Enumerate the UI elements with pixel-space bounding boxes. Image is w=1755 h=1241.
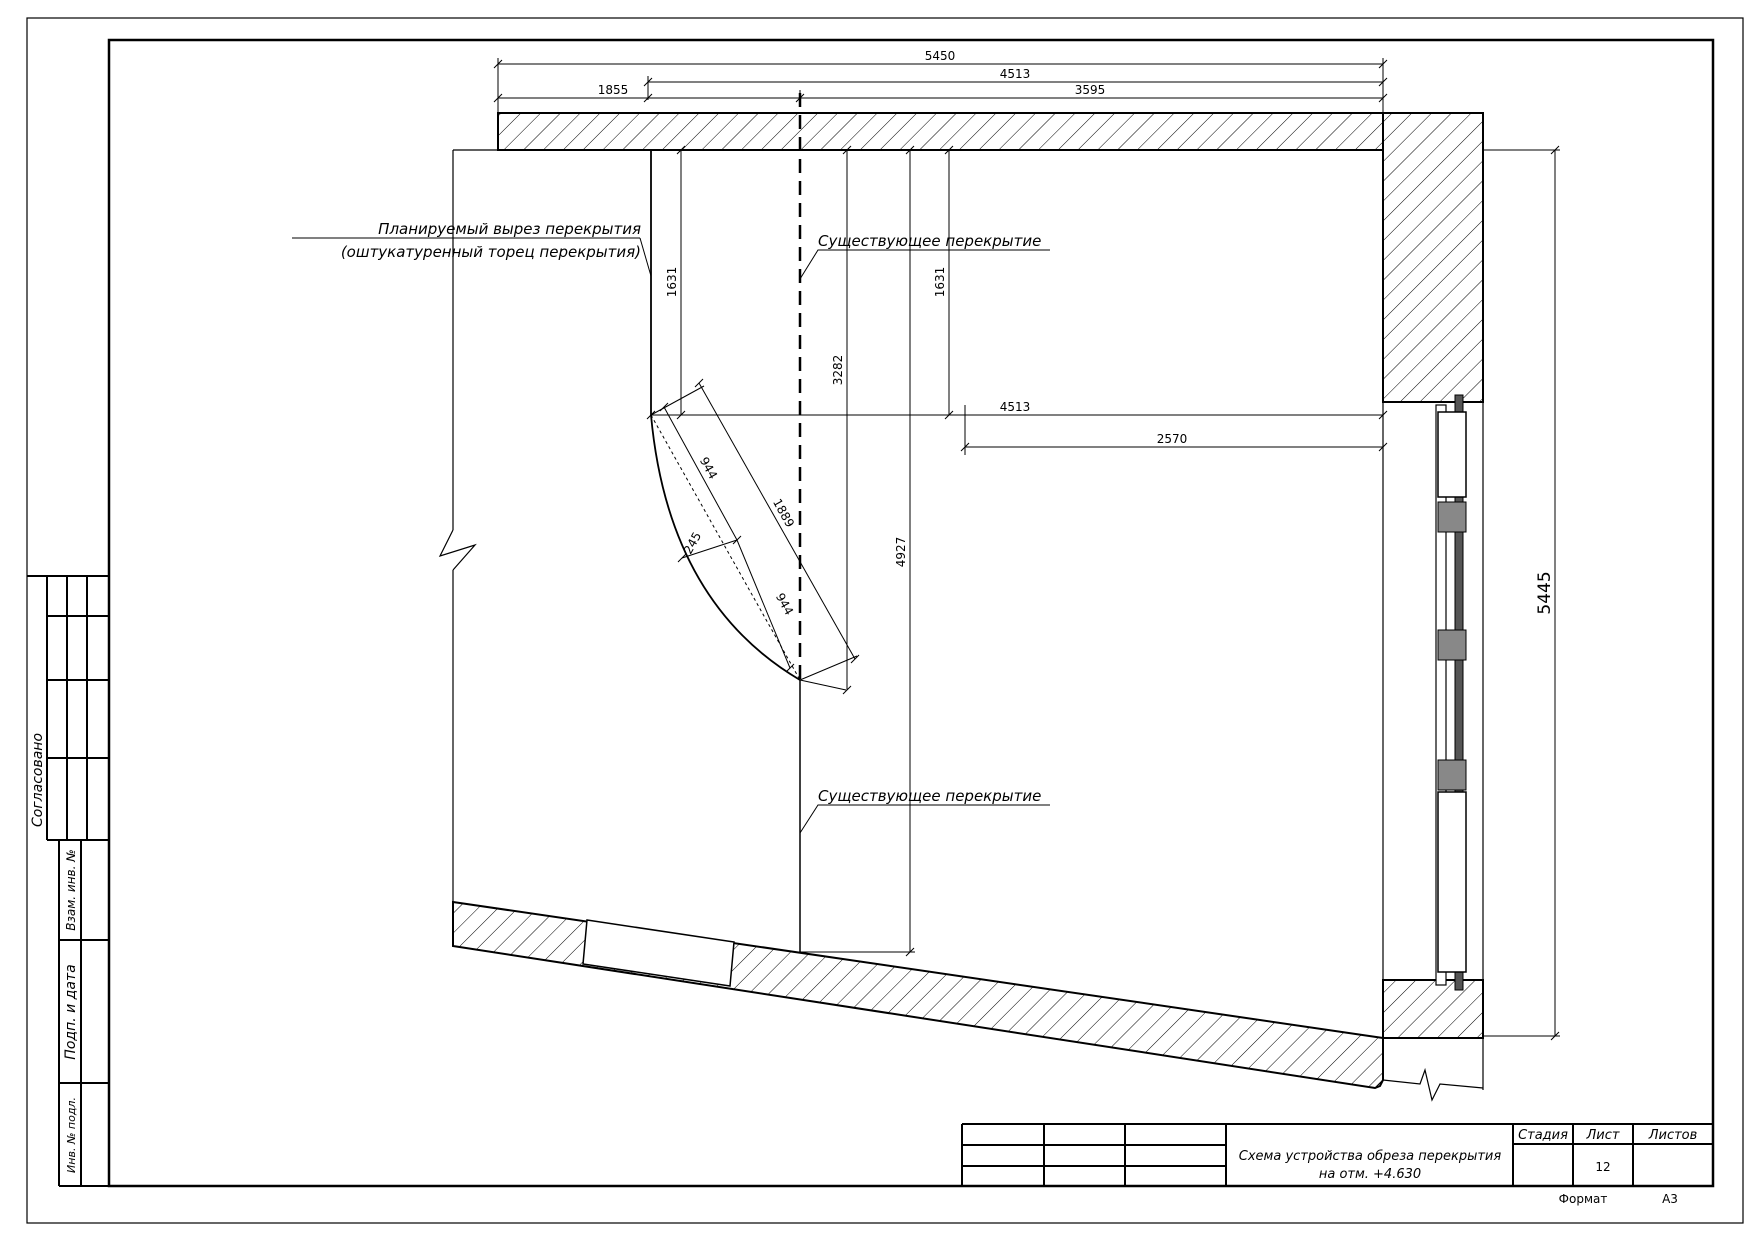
leader-lines xyxy=(292,237,1050,834)
side-stamp-inv-orig: Инв. № подл. xyxy=(65,1097,78,1173)
format-value: А3 xyxy=(1662,1192,1678,1206)
format-label: Формат xyxy=(1559,1192,1608,1206)
dim-1889: 1889 xyxy=(770,496,797,530)
right-wall-lower-hatched xyxy=(1382,979,1484,1039)
window-column xyxy=(1382,394,1484,991)
inner-drawing-frame xyxy=(107,38,1715,1188)
dim-1631-left: 1631 xyxy=(665,267,679,298)
right-wall-upper-hatched xyxy=(1382,112,1484,403)
dim-1855: 1855 xyxy=(598,83,629,97)
existing-slab-label-top: Существующее перекрытие xyxy=(818,232,1041,250)
side-stamp-approved: Согласовано xyxy=(30,733,46,827)
stage-label: Стадия xyxy=(1518,1128,1568,1143)
title-line2: на отм. +4.630 xyxy=(1319,1167,1421,1182)
cut-title-line2: (оштукатуренный торец перекрытия) xyxy=(341,243,641,261)
dim-1631-right: 1631 xyxy=(933,267,947,298)
dim-3595: 3595 xyxy=(1075,83,1106,97)
side-stamp-sign-date: Подп. и дата xyxy=(63,964,79,1059)
dim-944-b: 944 xyxy=(773,591,796,618)
dim-4513-mid: 4513 xyxy=(1000,400,1031,414)
dim-3282: 3282 xyxy=(831,355,845,386)
dim-245: 245 xyxy=(681,530,704,557)
existing-slab-label-bottom: Существующее перекрытие xyxy=(818,787,1041,805)
planned-cut-outline xyxy=(650,150,801,681)
dim-4513-top: 4513 xyxy=(1000,67,1031,81)
bottom-wall-opening xyxy=(582,919,735,987)
dim-4927: 4927 xyxy=(894,537,908,568)
wall-break-mark xyxy=(1374,1038,1484,1102)
side-stamp xyxy=(27,575,109,1187)
sheet-label: Лист xyxy=(1586,1128,1620,1143)
side-stamp-replaced-inv: Взам. инв. № xyxy=(64,849,78,930)
dim-2570: 2570 xyxy=(1157,432,1188,446)
sheet-number: 12 xyxy=(1595,1160,1610,1174)
dimension-lines xyxy=(493,58,1560,1041)
cut-title-line1: Планируемый вырез перекрытия xyxy=(378,220,641,238)
dim-944-a: 944 xyxy=(697,455,720,482)
title-line1: Схема устройства обреза перекрытия xyxy=(1239,1149,1502,1164)
sheets-label: Листов xyxy=(1648,1128,1698,1143)
top-wall-hatched xyxy=(497,112,1384,151)
dim-5445: 5445 xyxy=(1535,571,1555,614)
cut-chord xyxy=(650,414,801,681)
title-block-grid xyxy=(961,1123,1713,1186)
outer-sheet-border xyxy=(26,17,1744,1224)
dim-5450: 5450 xyxy=(925,49,956,63)
left-boundary-line xyxy=(438,149,498,902)
